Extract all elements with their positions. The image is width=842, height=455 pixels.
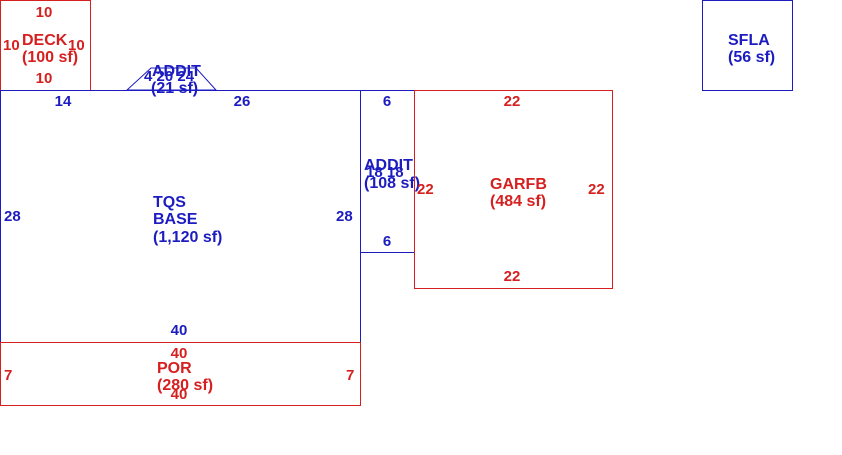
sfla-area: SFLA (56 sf) (702, 0, 793, 91)
addit-top-label: ADDIT (152, 63, 201, 80)
base-dim-top-right: 26 (234, 93, 251, 110)
base-dim-bottom: 40 (171, 322, 188, 339)
addit-top-dims: 4 20 24 (144, 68, 195, 85)
garage-dim-left: 22 (417, 181, 434, 198)
base-label-line2: BASE (153, 211, 198, 228)
addit-side-area: 6 6 18 18 ADDIT (108 sf) (360, 90, 420, 253)
base-label-line1: TQS (153, 194, 186, 211)
porch-dim-right: 7 (346, 367, 354, 384)
base-area-label: (1,120 sf) (153, 229, 222, 246)
porch-outline (0, 342, 361, 406)
porch-dim-left: 7 (4, 367, 12, 384)
deck-area-label: (100 sf) (22, 49, 78, 66)
deck-label: DECK (22, 32, 68, 49)
deck-area: 10 10 10 10 DECK (100 sf) (0, 0, 91, 91)
sfla-outline (702, 0, 793, 91)
addit-side-label: ADDIT (364, 157, 413, 174)
deck-dim-bottom: 10 (36, 70, 53, 87)
sfla-area-label: (56 sf) (728, 49, 775, 66)
addit-side-area-label: (108 sf) (364, 175, 420, 192)
garage-dim-top: 22 (504, 93, 521, 110)
deck-dim-top: 10 (36, 4, 53, 21)
porch-label: POR (157, 360, 192, 377)
base-dim-left: 28 (4, 208, 21, 225)
garage-outline (414, 90, 613, 289)
sfla-label: SFLA (728, 32, 770, 49)
base-dim-right: 28 (336, 208, 353, 225)
garage-area: 22 22 22 22 GARFB (484 sf) (414, 90, 613, 289)
addit-top-area: ADDIT 4 20 24 (21 sf) (125, 63, 218, 97)
addit-side-dim-top: 6 (383, 93, 391, 110)
garage-label: GARFB (490, 176, 547, 193)
garage-dim-right: 22 (588, 181, 605, 198)
garage-dim-bottom: 22 (504, 268, 521, 285)
addit-side-dim-bottom: 6 (383, 233, 391, 250)
deck-dim-left: 10 (3, 37, 20, 54)
base-area: 14 26 28 28 40 TQS BASE (1,120 sf) (0, 90, 361, 343)
garage-area-label: (484 sf) (490, 193, 546, 210)
porch-dim-top: 40 (171, 345, 188, 362)
addit-top-area-label: (21 sf) (151, 80, 198, 97)
porch-area-label: (280 sf) (157, 377, 213, 394)
addit-side-dim-mid: 18 18 (366, 164, 404, 181)
deck-dim-right: 10 (68, 37, 85, 54)
porch-dim-bottom: 40 (171, 386, 188, 403)
base-dim-top-left: 14 (55, 93, 72, 110)
porch-area: 40 7 7 40 POR (280 sf) (0, 342, 361, 406)
